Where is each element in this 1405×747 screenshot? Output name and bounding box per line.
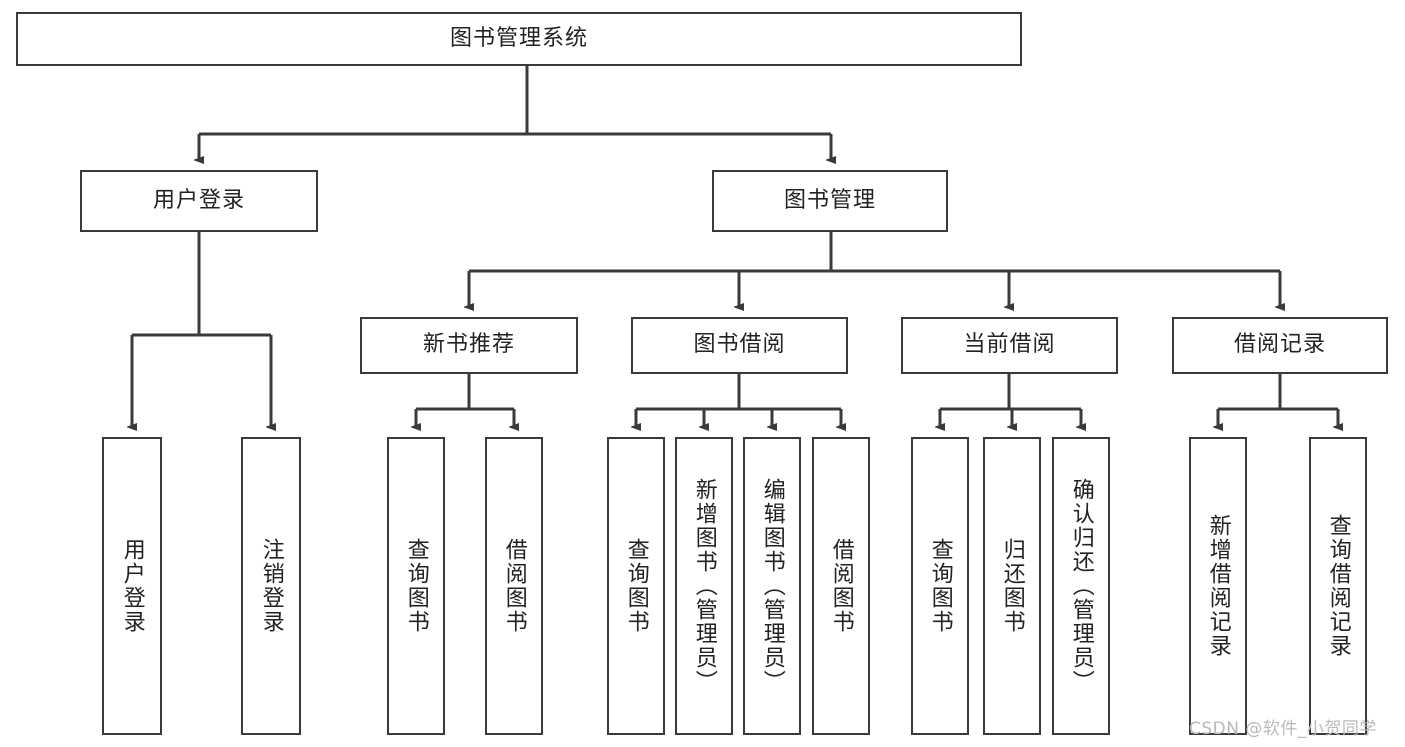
node-book-borrow[interactable]: 图书借阅 bbox=[631, 317, 848, 374]
node-leaf-query-book-new-label: 查询图书 bbox=[403, 538, 429, 634]
node-borrow-record-label: 借阅记录 bbox=[1233, 332, 1326, 358]
node-leaf-borrow-book-new-label: 借阅图书 bbox=[501, 538, 527, 634]
node-user-login[interactable]: 用户登录 bbox=[80, 170, 318, 232]
node-root[interactable]: 图书管理系统 bbox=[16, 12, 1022, 66]
node-book-manage-label: 图书管理 bbox=[783, 187, 876, 213]
node-leaf-edit-book-admin[interactable]: 编辑图书（管理员） bbox=[743, 437, 801, 735]
node-leaf-query-book-borrow-label: 查询图书 bbox=[623, 538, 649, 634]
node-leaf-return-book[interactable]: 归还图书 bbox=[983, 437, 1041, 735]
node-borrow-record[interactable]: 借阅记录 bbox=[1172, 317, 1388, 374]
node-leaf-add-borrow-record[interactable]: 新增借阅记录 bbox=[1189, 437, 1247, 735]
node-leaf-query-book-current-label: 查询图书 bbox=[927, 538, 953, 634]
node-user-login-label: 用户登录 bbox=[152, 187, 245, 213]
node-leaf-add-book-admin[interactable]: 新增图书（管理员） bbox=[675, 437, 733, 735]
node-leaf-user-login[interactable]: 用户登录 bbox=[102, 437, 162, 735]
node-leaf-confirm-return-admin[interactable]: 确认归还（管理员） bbox=[1052, 437, 1110, 735]
node-leaf-borrow-book-new[interactable]: 借阅图书 bbox=[485, 437, 543, 735]
node-book-manage[interactable]: 图书管理 bbox=[712, 170, 948, 232]
node-current-borrow[interactable]: 当前借阅 bbox=[901, 317, 1118, 374]
node-leaf-query-book-borrow[interactable]: 查询图书 bbox=[607, 437, 665, 735]
node-new-book-recommend[interactable]: 新书推荐 bbox=[360, 317, 578, 374]
node-leaf-confirm-return-admin-label: 确认归还（管理员） bbox=[1068, 478, 1094, 694]
node-book-borrow-label: 图书借阅 bbox=[693, 332, 786, 358]
node-leaf-borrow-book-label: 借阅图书 bbox=[828, 538, 854, 634]
node-current-borrow-label: 当前借阅 bbox=[963, 332, 1056, 358]
node-leaf-borrow-book[interactable]: 借阅图书 bbox=[812, 437, 870, 735]
node-leaf-logout[interactable]: 注销登录 bbox=[241, 437, 301, 735]
node-leaf-add-borrow-record-label: 新增借阅记录 bbox=[1205, 514, 1231, 658]
node-new-book-recommend-label: 新书推荐 bbox=[422, 332, 515, 358]
node-leaf-add-book-admin-label: 新增图书（管理员） bbox=[691, 478, 717, 694]
node-leaf-query-borrow-record-label: 查询借阅记录 bbox=[1325, 514, 1351, 658]
node-root-label: 图书管理系统 bbox=[449, 25, 588, 51]
node-leaf-edit-book-admin-label: 编辑图书（管理员） bbox=[759, 478, 785, 694]
node-leaf-logout-label: 注销登录 bbox=[258, 538, 284, 634]
node-leaf-query-book-current[interactable]: 查询图书 bbox=[911, 437, 969, 735]
node-leaf-query-borrow-record[interactable]: 查询借阅记录 bbox=[1309, 437, 1367, 735]
csdn-watermark: CSDN @软件_小贺同学 bbox=[1189, 719, 1377, 739]
node-leaf-user-login-label: 用户登录 bbox=[119, 538, 145, 634]
node-leaf-return-book-label: 归还图书 bbox=[999, 538, 1025, 634]
node-leaf-query-book-new[interactable]: 查询图书 bbox=[387, 437, 445, 735]
